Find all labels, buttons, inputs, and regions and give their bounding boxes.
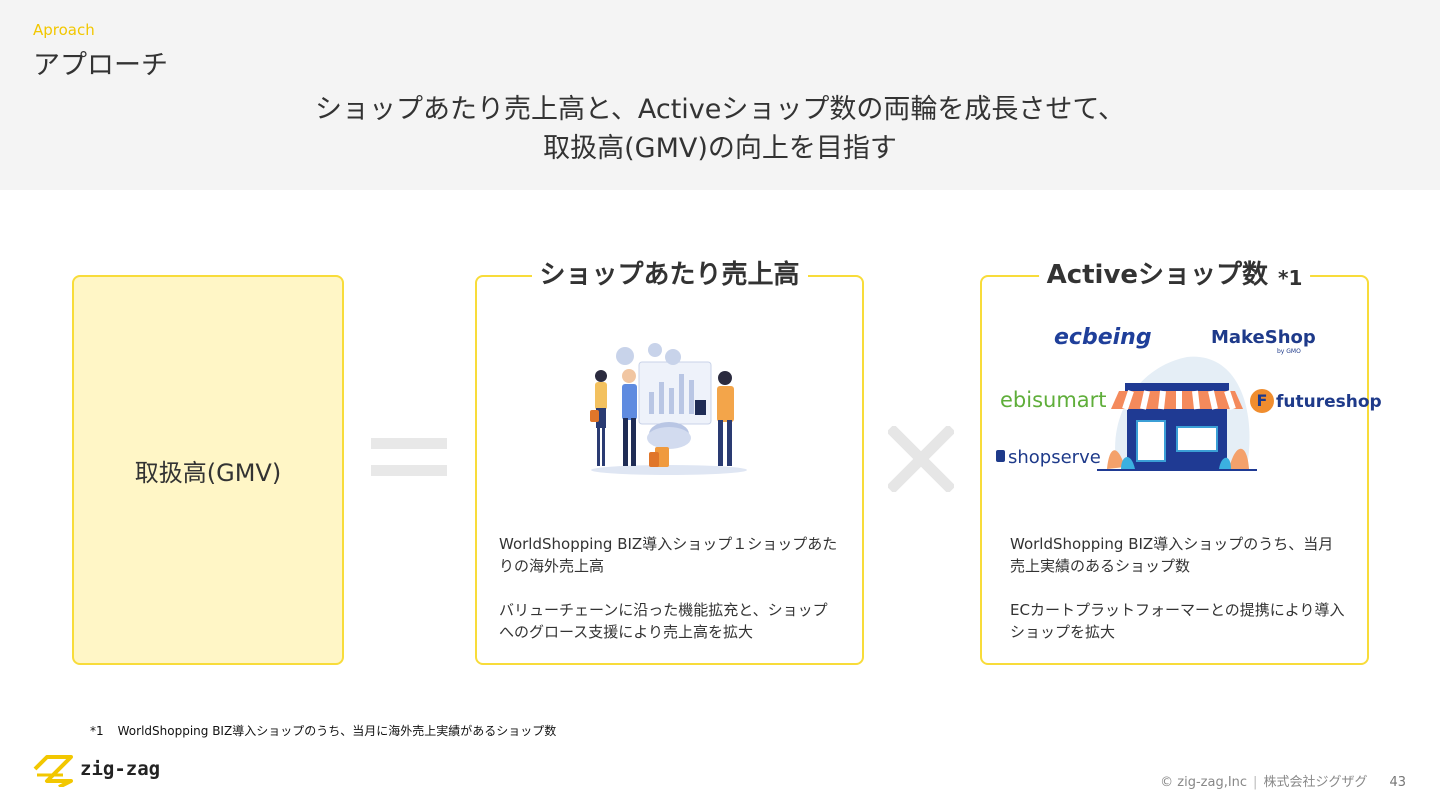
zigzag-logo-icon bbox=[33, 755, 73, 787]
gmv-box: 取扱高(GMV) bbox=[72, 275, 344, 665]
footnote: *1 WorldShopping BIZ導入ショップのうち、当月に海外売上実績があ… bbox=[90, 722, 556, 739]
headline-line-2: 取扱高(GMV)の向上を目指す bbox=[543, 133, 897, 164]
business-people-chart-illustration bbox=[590, 343, 747, 475]
ebisumart-logo: ebisumart bbox=[1000, 388, 1107, 412]
shops-desc-2: ECカートプラットフォーマーとの提携により導入ショップを拡大 bbox=[1010, 601, 1345, 641]
headline-line-1: ショップあたり売上高と、Activeショップ数の両輪を成長させて、 bbox=[314, 94, 1126, 125]
copyright-text: © zig-zag,Inc bbox=[1160, 775, 1248, 790]
brand-wordmark: zig-zag bbox=[80, 758, 161, 780]
multiply-icon bbox=[888, 426, 954, 492]
equals-icon bbox=[371, 438, 447, 476]
makeshop-by-gmo: by GMO bbox=[1277, 348, 1301, 355]
header-band bbox=[0, 0, 1440, 190]
storefront-illustration bbox=[1097, 356, 1257, 471]
section-eyebrow: Aproach bbox=[33, 21, 95, 39]
sales-desc-2: バリューチェーンに沿った機能拡充と、ショップへのグロース支援により売上高を拡大 bbox=[499, 601, 828, 641]
sales-panel-description: WorldShopping BIZ導入ショップ１ショップあたりの海外売上高 バリ… bbox=[499, 533, 842, 665]
ecbeing-logo: ecbeing bbox=[1054, 325, 1152, 350]
footer-separator: | bbox=[1253, 775, 1258, 790]
makeshop-logo: MakeShop bbox=[1211, 327, 1316, 348]
headline: ショップあたり売上高と、Activeショップ数の両輪を成長させて、 取扱高(GM… bbox=[0, 90, 1440, 168]
shopserve-bag-icon bbox=[996, 450, 1005, 462]
futureshop-mark-icon: F bbox=[1250, 389, 1274, 413]
footer-copyright: © zig-zag,Inc | 株式会社ジグザグ 43 bbox=[1160, 771, 1406, 790]
sales-panel-title: ショップあたり売上高 bbox=[531, 257, 808, 293]
shops-desc-1: WorldShopping BIZ導入ショップのうち、当月売上実績のあるショップ… bbox=[1010, 535, 1334, 575]
page-number: 43 bbox=[1389, 775, 1406, 790]
sales-per-shop-panel: ショップあたり売上高 WorldShopping BIZ導入ショップ１ショップあ… bbox=[475, 257, 864, 665]
page-title: アプローチ bbox=[33, 50, 168, 81]
footnote-text: WorldShopping BIZ導入ショップのうち、当月に海外売上実績があるシ… bbox=[117, 724, 557, 738]
shops-panel-footnote-mark: *1 bbox=[1278, 266, 1303, 290]
sales-desc-1: WorldShopping BIZ導入ショップ１ショップあたりの海外売上高 bbox=[499, 535, 838, 575]
shopserve-logo: shopserve bbox=[1008, 447, 1101, 468]
shops-panel-title: Activeショップ数 *1 bbox=[1038, 257, 1311, 294]
futureshop-logo: futureshop bbox=[1276, 392, 1382, 412]
active-shops-panel: Activeショップ数 *1 ecbeing MakeShop by GMO eb… bbox=[980, 257, 1382, 665]
company-name: 株式会社ジグザグ bbox=[1263, 775, 1368, 790]
gmv-label: 取扱高(GMV) bbox=[134, 458, 282, 487]
shops-panel-title-text: Activeショップ数 bbox=[1046, 260, 1269, 290]
footnote-number: *1 bbox=[90, 724, 104, 738]
shops-panel-description: WorldShopping BIZ導入ショップのうち、当月売上実績のあるショップ… bbox=[1010, 533, 1347, 665]
